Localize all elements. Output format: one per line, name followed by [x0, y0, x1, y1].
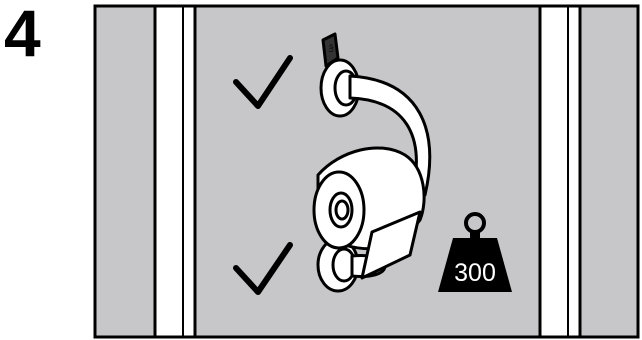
weight-label: 300	[454, 259, 496, 287]
step-number: 4	[4, 0, 41, 66]
wall-stud-right	[540, 6, 580, 337]
wall-stud-left	[155, 6, 195, 337]
